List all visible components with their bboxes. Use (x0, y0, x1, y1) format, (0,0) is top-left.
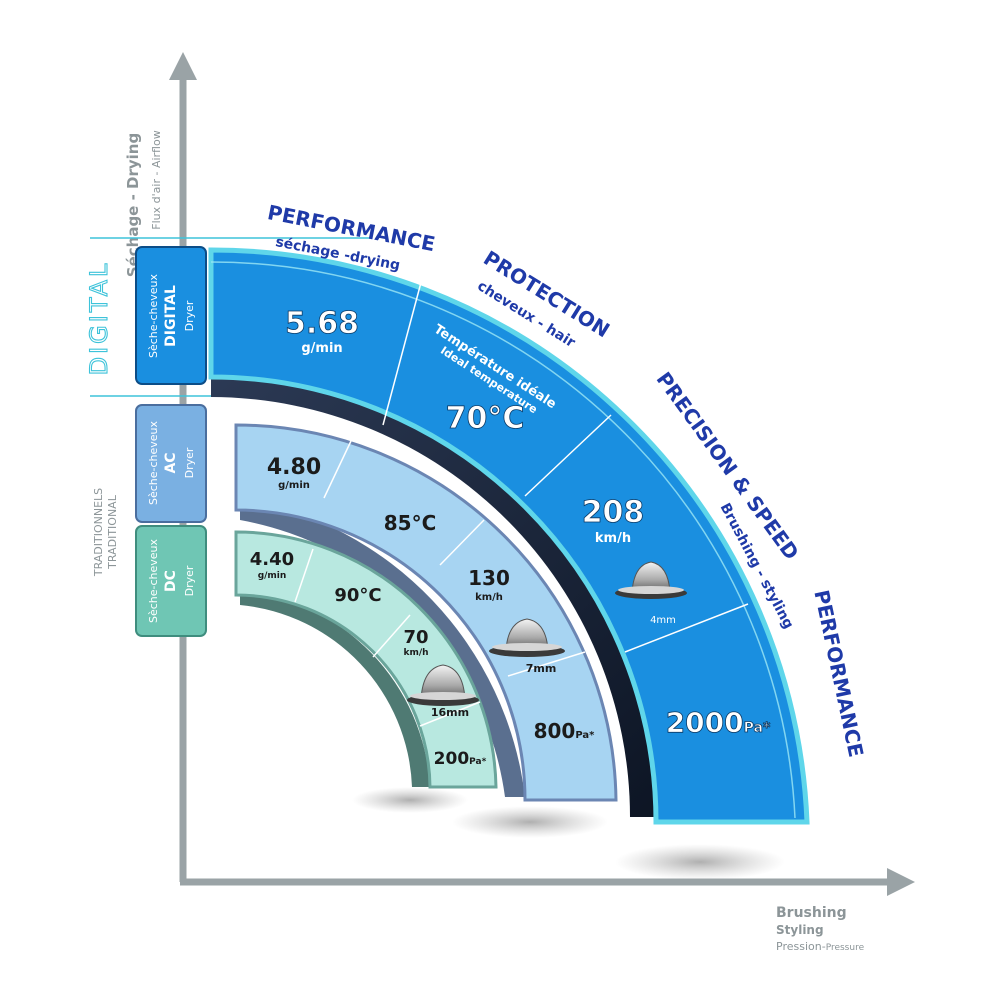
digital-temperature-value: 70°C (446, 401, 525, 436)
digital-airflow-value: 5.68 (285, 306, 359, 341)
traditional-label-fr: TRADITIONNELS (92, 488, 105, 577)
digital-nozzle-icon (615, 561, 687, 599)
traditional-label-en: TRADITIONAL (106, 494, 119, 570)
shadow-dc (352, 787, 468, 813)
tab-ac[interactable]: Sèche-cheveux AC Dryer (135, 404, 207, 523)
digital-group: DIGITAL (84, 237, 370, 397)
dc-temperature-value: 90°C (334, 585, 381, 606)
tab-digital-line2: DIGITAL (163, 285, 179, 347)
tab-dc-line1: Sèche-cheveux (147, 538, 160, 623)
dc-speed-value: 70 (403, 627, 428, 648)
ac-nozzle-icon (489, 618, 565, 657)
ac-temperature-value: 85°C (384, 511, 437, 535)
digital-group-label: DIGITAL (85, 261, 113, 376)
ac-speed-unit: km/h (475, 592, 503, 603)
ac-pressure-value: 800Pa* (534, 719, 596, 743)
dc-airflow-value: 4.40 (250, 549, 294, 570)
x-axis-title: Brushing (776, 905, 847, 921)
tab-ac-line3: Dryer (183, 447, 196, 478)
tab-dc[interactable]: Sèche-cheveux DC Dryer (135, 525, 207, 637)
tab-digital-line1: Sèche-cheveux (147, 273, 160, 358)
dc-nozzle-icon (407, 664, 479, 706)
y-axis-arrow-icon (169, 52, 197, 80)
tab-ac-line2: AC (163, 452, 179, 473)
digital-pressure-value: 2000Pa* (666, 706, 771, 739)
y-axis-subtitle: Flux d'air - Airflow (150, 130, 163, 229)
heading-performance-pressure: PERFORMANCE (809, 588, 868, 760)
traditional-group: TRADITIONNELS TRADITIONAL (92, 488, 119, 577)
dc-pressure-value: 200Pa* (434, 749, 487, 769)
x-axis-subtitle: Styling (776, 923, 824, 937)
shadow-ac (452, 806, 608, 838)
tab-ac-line1: Sèche-cheveux (147, 420, 160, 505)
tab-dc-line3: Dryer (183, 565, 196, 596)
digital-nozzle-label: 4mm (650, 615, 676, 626)
dc-nozzle-label: 16mm (431, 706, 469, 719)
ac-nozzle-label: 7mm (526, 662, 557, 675)
y-axis-title: Séchage - Drying (124, 133, 142, 277)
dc-speed-unit: km/h (403, 648, 428, 658)
dc-band (234, 530, 498, 789)
x-axis-subtitle-2: Pression-Pressure (776, 940, 865, 953)
digital-airflow-unit: g/min (301, 341, 342, 356)
x-axis-arrow-icon (887, 868, 915, 896)
digital-band (208, 247, 810, 825)
dc-airflow-unit: g/min (258, 571, 287, 581)
tab-digital-line3: Dryer (183, 300, 196, 331)
tab-digital[interactable]: Sèche-cheveux DIGITAL Dryer (135, 246, 207, 385)
digital-speed-value: 208 (582, 495, 645, 530)
tab-dc-line2: DC (163, 570, 179, 592)
ac-band (234, 423, 618, 802)
shadow-digital (615, 844, 785, 880)
ac-speed-value: 130 (468, 566, 510, 590)
ac-airflow-value: 4.80 (267, 455, 321, 480)
digital-speed-unit: km/h (595, 531, 631, 546)
ac-airflow-unit: g/min (278, 480, 310, 491)
